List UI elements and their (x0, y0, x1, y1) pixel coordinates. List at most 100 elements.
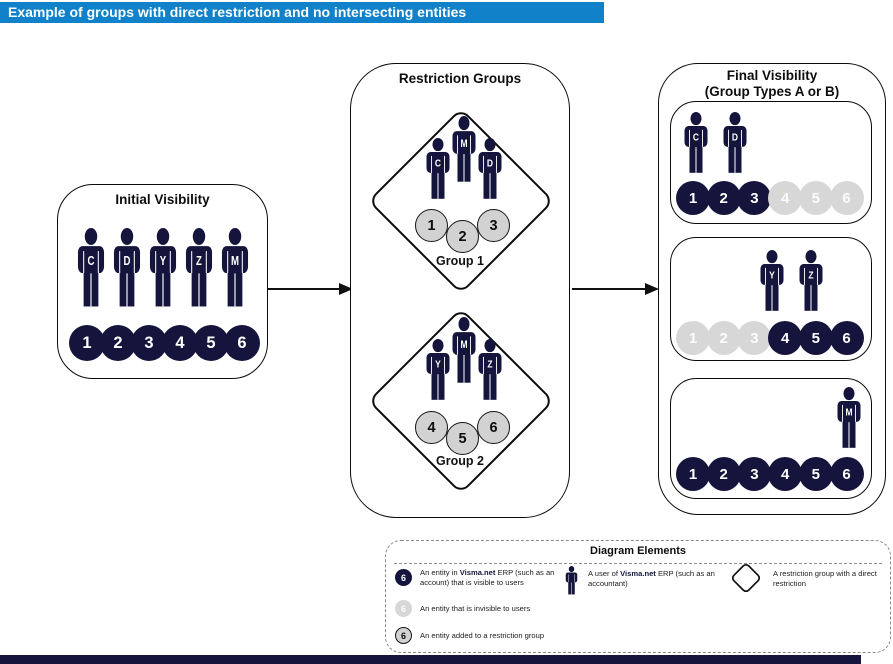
user-figure-D: D (475, 138, 505, 200)
restriction-diamond-icon (372, 312, 550, 490)
entity-2-grouped: 2 (446, 220, 479, 253)
entity-2-visible: 2 (706, 457, 741, 491)
svg-text:Y: Y (769, 270, 775, 281)
entity-1-grouped: 1 (415, 209, 448, 242)
svg-text:Z: Z (487, 359, 492, 370)
legend-diamond-label: A restriction group with a direct restri… (773, 569, 877, 588)
entity-5-visible: 5 (798, 457, 833, 491)
user-figure-Z: Z (475, 339, 505, 401)
legend-title: Diagram Elements (590, 545, 686, 557)
user-figure-M: M (218, 228, 252, 308)
entity-1-visible: 1 (676, 457, 710, 491)
user-figure-Z: Z (182, 228, 216, 308)
entity-3-visible: 3 (737, 181, 772, 215)
bottom-accent-bar (0, 655, 861, 664)
svg-text:M: M (845, 407, 852, 418)
user-figure-C: C (423, 138, 453, 200)
svg-text:D: D (732, 132, 738, 143)
arrow-initial-to-restriction (268, 281, 353, 296)
user-figure-Y: Y (146, 228, 180, 308)
entity-4-visible: 4 (768, 321, 803, 355)
entity-visible-icon: 6 (395, 569, 412, 586)
svg-text:C: C (435, 158, 441, 169)
user-figure-Z: Z (796, 250, 826, 312)
svg-text:D: D (124, 255, 131, 269)
legend-entity-invisible-label: An entity that is invisible to users (420, 604, 531, 613)
entity-6-grouped: 6 (477, 411, 510, 444)
legend-entity-grouped-label: An entity added to a restriction group (420, 631, 545, 640)
user-figure-M: M (449, 116, 479, 183)
entity-2-visible: 2 (100, 325, 136, 361)
entity-3-visible: 3 (131, 325, 167, 361)
svg-text:M: M (460, 138, 467, 150)
svg-text:M: M (231, 255, 239, 269)
entity-5-visible: 5 (193, 325, 229, 361)
entity-6-visible: 6 (829, 321, 864, 355)
entity-2-visible: 2 (706, 181, 741, 215)
entity-4-grouped: 4 (415, 411, 448, 444)
svg-text:Z: Z (196, 255, 202, 269)
legend-user-label: A user of Visma.net ERP (such as an acco… (588, 569, 715, 588)
restriction-diamond-icon (372, 112, 550, 290)
entity-4-visible: 4 (162, 325, 198, 361)
group2-users: Y M Z (423, 317, 505, 401)
user-figure-D: D (720, 112, 750, 174)
svg-text:C: C (88, 255, 95, 269)
user-icon (564, 566, 579, 595)
legend-entity-visible-label: An entity in Visma.net ERP (such as an a… (420, 568, 555, 587)
initial-visibility-title: Initial Visibility (115, 192, 210, 207)
entity-6-invisible: 6 (829, 181, 864, 215)
entity-3-visible: 3 (737, 457, 772, 491)
restriction-groups-title: Restriction Groups (398, 71, 522, 86)
entity-5-visible: 5 (798, 321, 833, 355)
final-visibility-subtitle: (Group Types A or B) (704, 84, 840, 99)
user-figure-D: D (110, 228, 144, 308)
legend-separator (394, 563, 882, 564)
entity-3-grouped: 3 (477, 209, 510, 242)
entity-4-invisible: 4 (768, 181, 803, 215)
entity-4-visible: 4 (768, 457, 803, 491)
user-figure-C: C (681, 112, 711, 174)
user-figure-Y: Y (423, 339, 453, 401)
svg-text:M: M (460, 339, 467, 351)
arrow-restriction-to-final (572, 281, 659, 296)
entity-5-grouped: 5 (446, 422, 479, 455)
entity-1-visible: 1 (676, 181, 710, 215)
entity-5-invisible: 5 (798, 181, 833, 215)
entity-2-invisible: 2 (706, 321, 741, 355)
user-figure-C: C (74, 228, 108, 308)
entity-6-visible: 6 (829, 457, 864, 491)
group2-label: Group 2 (436, 454, 484, 468)
final-visibility-title: Final Visibility (726, 68, 818, 83)
visma-brand: Visma.net (620, 569, 656, 578)
svg-text:D: D (487, 158, 493, 169)
user-figure-Y: Y (757, 250, 787, 312)
group1-label: Group 1 (436, 254, 484, 268)
entity-6-visible: 6 (224, 325, 260, 361)
entity-grouped-icon: 6 (395, 627, 412, 644)
restriction-diamond-icon (731, 563, 761, 593)
entity-invisible-icon: 6 (395, 600, 412, 617)
svg-text:Y: Y (160, 255, 167, 269)
entity-3-invisible: 3 (737, 321, 772, 355)
user-figure-M: M (449, 317, 479, 384)
svg-text:Z: Z (808, 270, 813, 281)
entity-1-visible: 1 (69, 325, 105, 361)
svg-text:Y: Y (435, 359, 441, 370)
legend-box: Diagram Elements 6 An entity in Visma.ne… (385, 540, 891, 653)
